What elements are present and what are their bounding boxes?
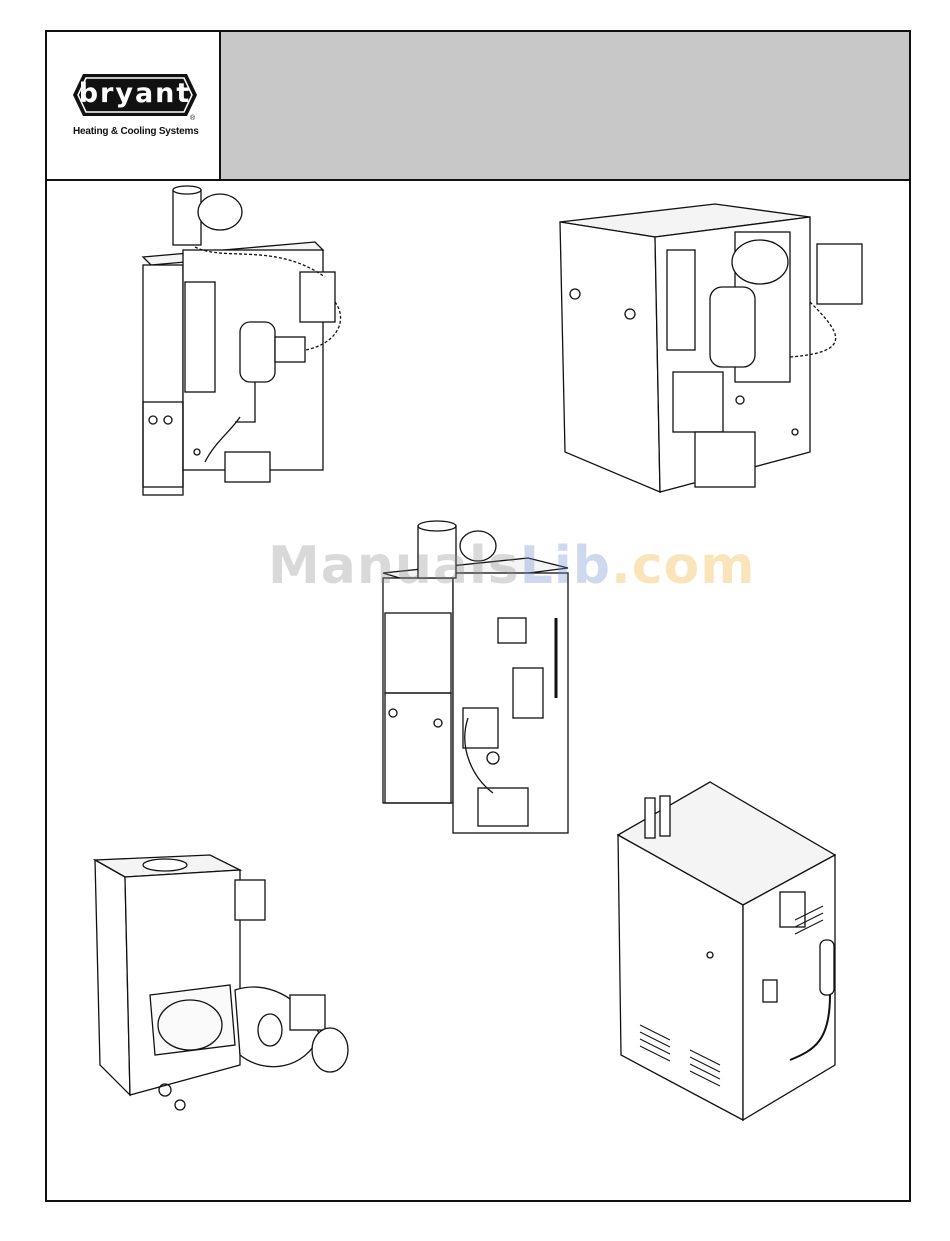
brand-name: bryant <box>73 76 197 112</box>
boiler-unit-top-left <box>135 182 375 512</box>
title-band <box>221 32 909 179</box>
watermark-part-b: Lib <box>520 536 611 596</box>
boiler-unit-cabinet <box>615 780 845 1120</box>
registered-mark: ® <box>190 115 195 122</box>
brand-tagline: Heating & Cooling Systems <box>73 126 203 137</box>
boiler-unit-top-right <box>555 182 875 512</box>
watermark-part-a: Manuals <box>268 536 520 596</box>
watermark: ManualsLib.com <box>268 536 755 596</box>
boiler-unit-open-burner <box>90 855 360 1115</box>
header-row: bryant ® Heating & Cooling Systems <box>47 32 909 181</box>
watermark-part-c: .com <box>611 536 756 596</box>
logo-cell: bryant ® Heating & Cooling Systems <box>47 32 221 179</box>
